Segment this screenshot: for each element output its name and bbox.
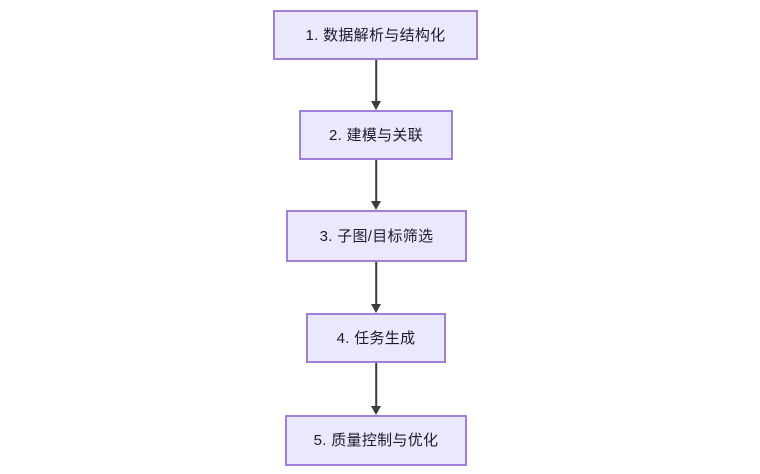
flow-node-step1[interactable]: 1. 数据解析与结构化	[273, 10, 478, 60]
edge-line	[375, 262, 377, 304]
flow-node-step2[interactable]: 2. 建模与关联	[299, 110, 453, 160]
edge-line	[375, 60, 377, 101]
arrowhead-icon	[371, 201, 381, 210]
flow-node-step5[interactable]: 5. 质量控制与优化	[285, 415, 467, 466]
flow-node-label: 1. 数据解析与结构化	[305, 26, 446, 44]
arrowhead-icon	[371, 304, 381, 313]
arrowhead-icon	[371, 406, 381, 415]
flow-node-step4[interactable]: 4. 任务生成	[306, 313, 446, 363]
flow-node-step3[interactable]: 3. 子图/目标筛选	[286, 210, 467, 262]
arrowhead-icon	[371, 101, 381, 110]
edge-line	[375, 160, 377, 201]
edge-line	[375, 363, 377, 406]
flow-node-label: 3. 子图/目标筛选	[319, 227, 434, 245]
flow-node-label: 5. 质量控制与优化	[313, 432, 439, 449]
flow-node-label: 2. 建模与关联	[328, 126, 424, 144]
flow-node-label: 4. 任务生成	[336, 329, 416, 347]
